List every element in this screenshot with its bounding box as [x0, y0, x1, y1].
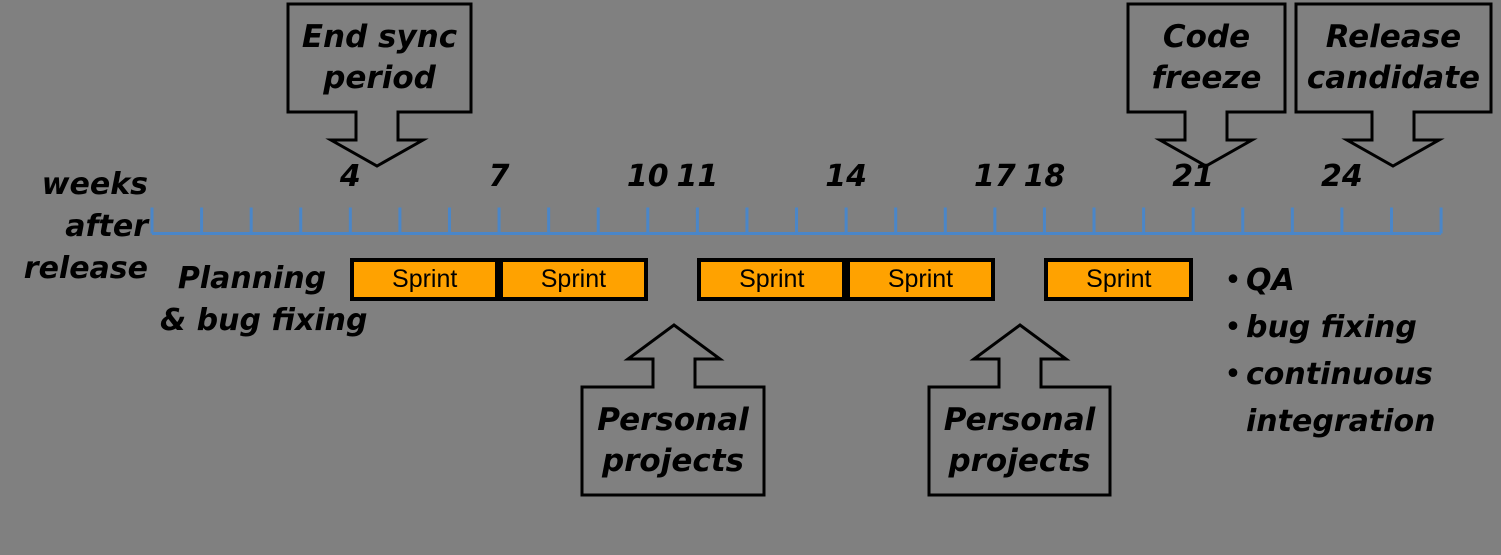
- axis-caption: weeks after release: [0, 164, 148, 290]
- callout-personal-projects-1[interactable]: Personal projects: [580, 323, 766, 497]
- bullet-dot-icon: •: [1224, 310, 1242, 345]
- callout-text-line: Personal: [943, 402, 1096, 438]
- week-label-4: 4: [339, 159, 361, 194]
- planning-phase-label: Planning & bug fixing: [160, 258, 368, 342]
- callout-text: End sync period: [288, 4, 471, 112]
- bullet-item: •continuous: [1220, 352, 1501, 397]
- callout-text-line: freeze: [1151, 60, 1262, 96]
- callout-outline: [286, 2, 473, 168]
- callout-text-line: period: [323, 60, 436, 96]
- callout-text: Code freeze: [1128, 4, 1285, 112]
- callout-outline: [580, 323, 766, 497]
- sprint-box[interactable]: Sprint: [499, 258, 648, 301]
- sprint-box-label: Sprint: [540, 265, 607, 293]
- callout-text-line: projects: [601, 443, 745, 479]
- sprint-box[interactable]: Sprint: [350, 258, 500, 301]
- sprint-box-label: Sprint: [392, 265, 458, 293]
- callout-text: Personal projects: [929, 387, 1110, 495]
- week-label-7: 7: [488, 159, 510, 194]
- planning-phase-line-2: & bug fixing: [160, 303, 368, 338]
- callout-text-line: Release: [1325, 19, 1462, 55]
- bullet-item: integration: [1220, 399, 1501, 444]
- callout-shape: [1126, 2, 1287, 168]
- timeline-diagram: weeks after release Planning & bug fixin…: [0, 2, 1501, 497]
- week-label-17: 17: [973, 159, 1016, 194]
- sprint-box[interactable]: Sprint: [846, 258, 995, 301]
- bullet-label: bug fixing: [1246, 310, 1417, 345]
- planning-phase-line-1: Planning: [177, 261, 327, 296]
- bullet-item: •QA: [1220, 258, 1501, 303]
- callout-shape: [1294, 2, 1493, 168]
- bullet-label: integration: [1246, 404, 1436, 439]
- bullet-label: QA: [1246, 263, 1295, 298]
- callout-text-line: Code: [1162, 19, 1251, 55]
- callout-release-candidate[interactable]: Release candidate: [1294, 2, 1493, 168]
- bullet-item: •bug fixing: [1220, 305, 1501, 350]
- week-label-24: 24: [1321, 159, 1363, 194]
- bullet-label: continuous: [1246, 357, 1433, 392]
- callout-personal-projects-2[interactable]: Personal projects: [927, 323, 1112, 497]
- axis-caption-line-3: release: [23, 251, 148, 286]
- callout-text-line: projects: [948, 443, 1091, 479]
- callout-code-freeze[interactable]: Code freeze: [1126, 2, 1287, 168]
- callout-shape: [927, 323, 1112, 497]
- bullet-dot-icon: •: [1224, 263, 1242, 298]
- callout-outline: [1294, 2, 1493, 168]
- callout-outline: [927, 323, 1112, 497]
- bullet-dot-icon: •: [1224, 357, 1242, 392]
- callout-text: Personal projects: [582, 387, 764, 495]
- callout-text-line: candidate: [1306, 60, 1481, 96]
- sprint-box-label: Sprint: [1086, 265, 1152, 293]
- callout-shape: [580, 323, 766, 497]
- axis-caption-line-2: after: [65, 209, 148, 244]
- callout-text-line: Personal: [597, 402, 749, 438]
- callout-text: Release candidate: [1296, 4, 1491, 112]
- week-label-11: 11: [676, 159, 719, 194]
- axis-caption-line-1: weeks: [41, 167, 148, 202]
- week-label-18: 18: [1023, 159, 1066, 194]
- sprint-box-label: Sprint: [739, 265, 805, 293]
- callout-text-line: End sync: [301, 19, 458, 55]
- callout-shape: [286, 2, 473, 168]
- sprint-box[interactable]: Sprint: [1044, 258, 1194, 301]
- callout-end-sync-period[interactable]: End sync period: [286, 2, 473, 168]
- sprint-box[interactable]: Sprint: [697, 258, 847, 301]
- callout-outline: [1126, 2, 1287, 168]
- week-label-10: 10: [626, 159, 669, 194]
- sprint-box-label: Sprint: [887, 265, 954, 293]
- week-label-14: 14: [825, 159, 867, 194]
